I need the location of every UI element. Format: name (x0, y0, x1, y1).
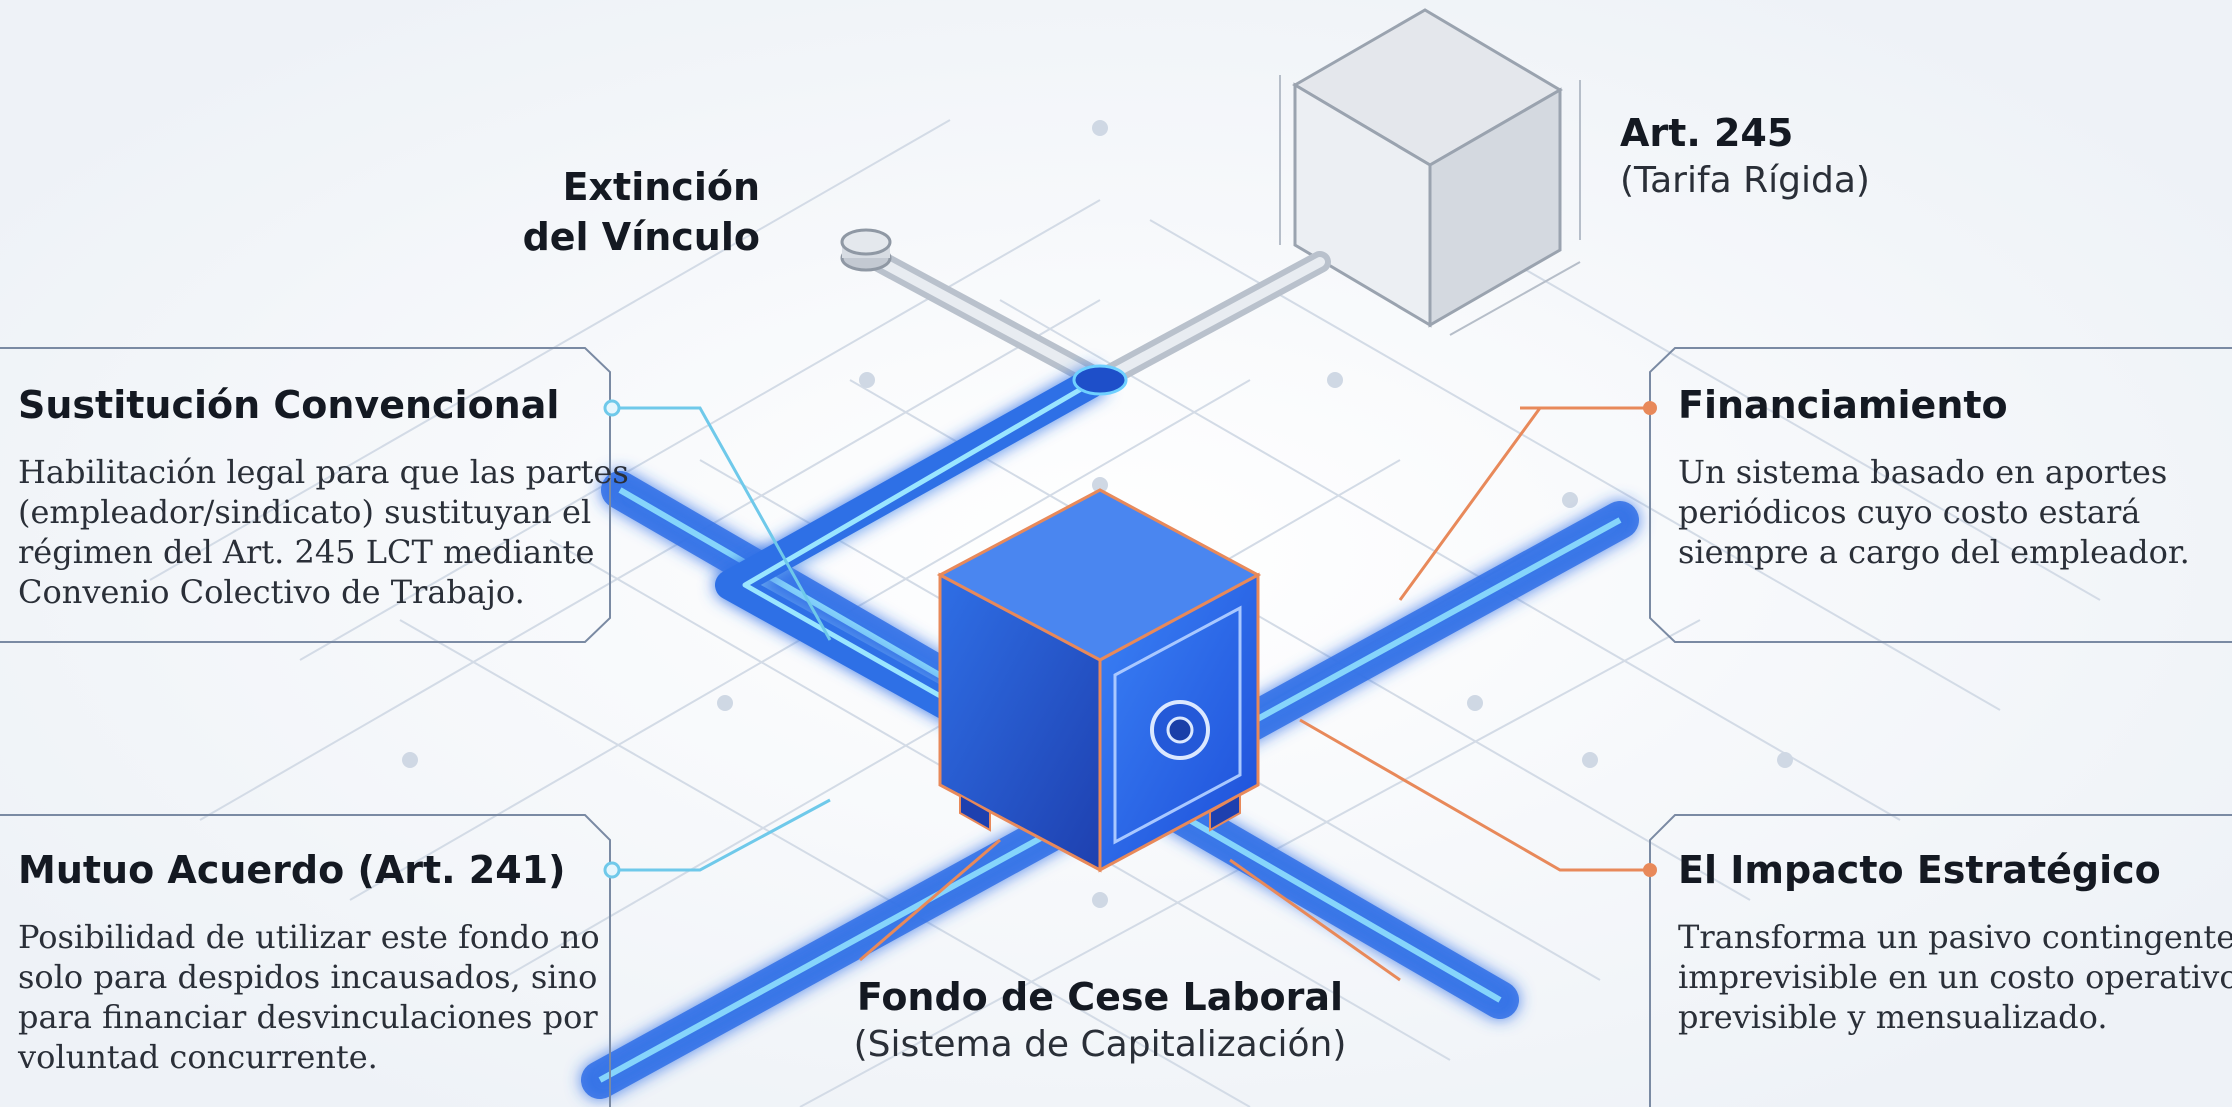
extincion-line2: del Vínculo (522, 215, 760, 259)
grid-nodes (402, 120, 1793, 908)
panel-line: Convenio Colectivo de Trabajo. (18, 573, 525, 611)
fondo-title: Fondo de Cese Laboral (856, 975, 1344, 1019)
panel-line: periódicos cuyo costo estará (1678, 493, 2141, 531)
panel-sustitucion: Sustitución Convencional Habilitación le… (18, 380, 629, 612)
panel-line: voluntad concurrente. (18, 1038, 378, 1076)
art245-title: Art. 245 (1620, 111, 1794, 155)
callout-dots (603, 399, 1657, 879)
panel-title: Sustitución Convencional (18, 383, 560, 427)
panel-line: previsible y mensualizado. (1678, 998, 2108, 1036)
panel-title: El Impacto Estratégico (1678, 848, 2161, 892)
art245-cube (1279, 8, 1581, 336)
panel-line: siempre a cargo del empleador. (1678, 533, 2190, 571)
panel-line: para financiar desvinculaciones por (18, 998, 598, 1036)
panel-line: solo para despidos incausados, sino (18, 958, 598, 996)
blue-flow-pipe (715, 364, 1108, 749)
panel-line: Posibilidad de utilizar este fondo no (18, 918, 600, 956)
panel-title: Mutuo Acuerdo (Art. 241) (18, 848, 566, 892)
fondo-label: Fondo de Cese Laboral (Sistema de Capita… (800, 972, 1400, 1068)
panel-impacto: El Impacto Estratégico Transforma un pas… (1678, 845, 2232, 1037)
panel-line: régimen del Art. 245 LCT mediante (18, 533, 595, 571)
panel-line: Un sistema basado en aportes (1678, 453, 2168, 491)
panel-line: Habilitación legal para que las partes (18, 453, 629, 491)
gray-connector-pipes (857, 244, 1331, 391)
art245-subtitle: (Tarifa Rígida) (1620, 160, 1870, 201)
extincion-line1: Extinción (562, 165, 760, 209)
panel-line: Transforma un pasivo contingente (1678, 918, 2232, 956)
fondo-subtitle: (Sistema de Capitalización) (853, 1024, 1347, 1065)
extincion-node (840, 228, 892, 272)
panel-title: Financiamiento (1678, 383, 2008, 427)
callout-frames (0, 347, 2232, 1107)
panel-financiamiento: Financiamiento Un sistema basado en apor… (1678, 380, 2190, 572)
art245-label: Art. 245 (Tarifa Rígida) (1620, 108, 1870, 204)
panel-mutuo: Mutuo Acuerdo (Art. 241) Posibilidad de … (18, 845, 600, 1077)
panel-line: imprevisible en un costo operativo (1678, 958, 2232, 996)
callout-connectors (612, 406, 1650, 872)
panel-line: (empleador/sindicato) sustituyan el (18, 493, 592, 531)
junction-node (1072, 364, 1128, 396)
safe-vault (936, 488, 1262, 873)
extincion-label: Extinción del Vínculo (420, 162, 760, 262)
